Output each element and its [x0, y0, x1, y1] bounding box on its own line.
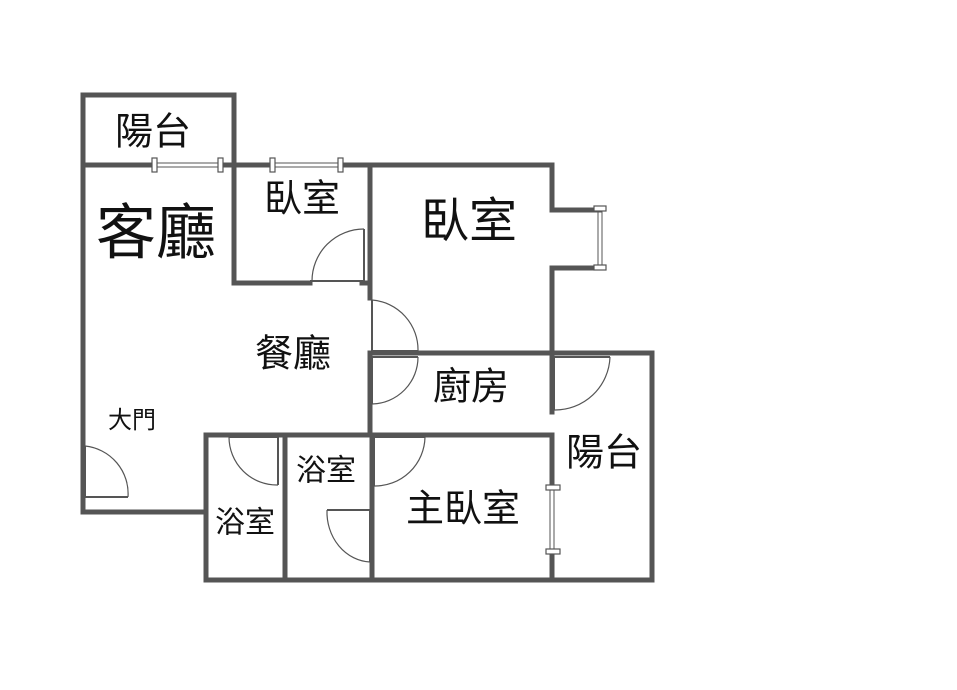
sliding-door-top-balcony[interactable]	[151, 157, 224, 173]
door-master-bedroom[interactable]	[373, 436, 426, 487]
window-bedroom-bay	[593, 205, 607, 271]
label-kitchen: 廚房	[433, 365, 509, 409]
label-bathroom-mid: 浴室	[296, 454, 356, 489]
label-balcony-top: 陽台	[115, 110, 191, 154]
door-small-bedroom[interactable]	[310, 228, 365, 282]
room-labels: 陽台 客廳 臥室 臥室 餐廳 廚房 大門 浴室 浴室 主臥室 陽台	[96, 110, 642, 541]
door-bathroom-mid[interactable]	[326, 509, 371, 563]
window-small-bedroom	[269, 157, 344, 173]
label-bedroom: 臥室	[421, 193, 517, 249]
label-master-bedroom: 主臥室	[406, 487, 520, 531]
label-dining-room: 餐廳	[255, 332, 331, 376]
label-balcony-right: 陽台	[566, 431, 642, 475]
walls	[80, 92, 655, 583]
label-living-room: 客廳	[96, 199, 216, 269]
door-kitchen[interactable]	[371, 356, 419, 405]
door-bathroom-left[interactable]	[228, 436, 279, 486]
door-bedroom[interactable]	[371, 299, 419, 353]
sliding-door-right-balcony[interactable]	[545, 484, 561, 555]
door-main-entrance[interactable]	[84, 445, 129, 498]
label-bedroom-small: 臥室	[264, 177, 340, 221]
label-bathroom-left: 浴室	[215, 506, 275, 541]
label-main-door: 大門	[108, 406, 156, 434]
door-right-balcony[interactable]	[553, 356, 611, 411]
